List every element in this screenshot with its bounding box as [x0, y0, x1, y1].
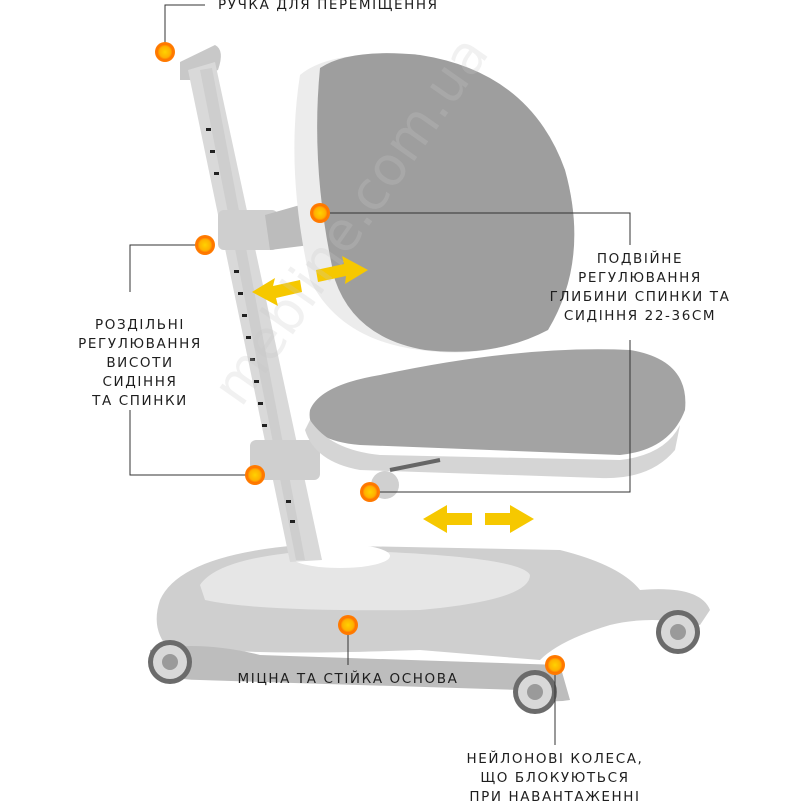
callout-wheels: НЕЙЛОНОВІ КОЛЕСА, ЩО БЛОКУЮТЬСЯ ПРИ НАВА… [460, 750, 650, 807]
callout-lines [129, 4, 631, 745]
callout-text: ПОДВІЙНЕ [596, 251, 684, 267]
callout-text: ВИСОТИ [106, 355, 174, 371]
marker-depth-seat [360, 482, 380, 502]
marker-handle [155, 42, 175, 62]
chair-base [150, 544, 710, 702]
marker-height-back [195, 235, 215, 255]
callout-text: МІЦНА ТА СТІЙКА ОСНОВА [237, 671, 459, 687]
callout-text: РОЗДІЛЬНІ [95, 317, 185, 333]
depth-arrow-backrest [252, 256, 368, 306]
callout-text: НЕЙЛОНОВІ КОЛЕСА, [466, 751, 644, 767]
depth-arrow-seat [423, 505, 534, 533]
marker-base [338, 615, 358, 635]
callout-text: ПРИ НАВАНТАЖЕННІ [469, 789, 641, 805]
callout-text: СИДІННЯ [102, 374, 178, 390]
callout-depth-adjustment: ПОДВІЙНЕ РЕГУЛЮВАННЯ ГЛИБИНИ СПИНКИ ТА С… [530, 250, 750, 326]
callout-text: РЕГУЛЮВАННЯ [78, 336, 202, 352]
callout-text: СИДІННЯ 22-36СМ [563, 308, 717, 324]
callout-text: РУЧКА ДЛЯ ПЕРЕМІЩЕННЯ [218, 0, 439, 13]
chair-column [180, 45, 322, 562]
marker-height-seat [245, 465, 265, 485]
marker-wheels [545, 655, 565, 675]
seat [305, 349, 686, 499]
callout-handle: РУЧКА ДЛЯ ПЕРЕМІЩЕННЯ [218, 0, 439, 15]
callout-text: ЩО БЛОКУЮТЬСЯ [480, 770, 630, 786]
callout-text: ГЛИБИНИ СПИНКИ ТА [549, 289, 731, 305]
backrest [294, 53, 575, 353]
callout-text: ТА СПИНКИ [92, 393, 188, 409]
callout-text: РЕГУЛЮВАННЯ [578, 270, 702, 286]
callout-base: МІЦНА ТА СТІЙКА ОСНОВА [218, 670, 478, 689]
callout-height-adjustment: РОЗДІЛЬНІ РЕГУЛЮВАННЯ ВИСОТИ СИДІННЯ ТА … [70, 316, 210, 411]
